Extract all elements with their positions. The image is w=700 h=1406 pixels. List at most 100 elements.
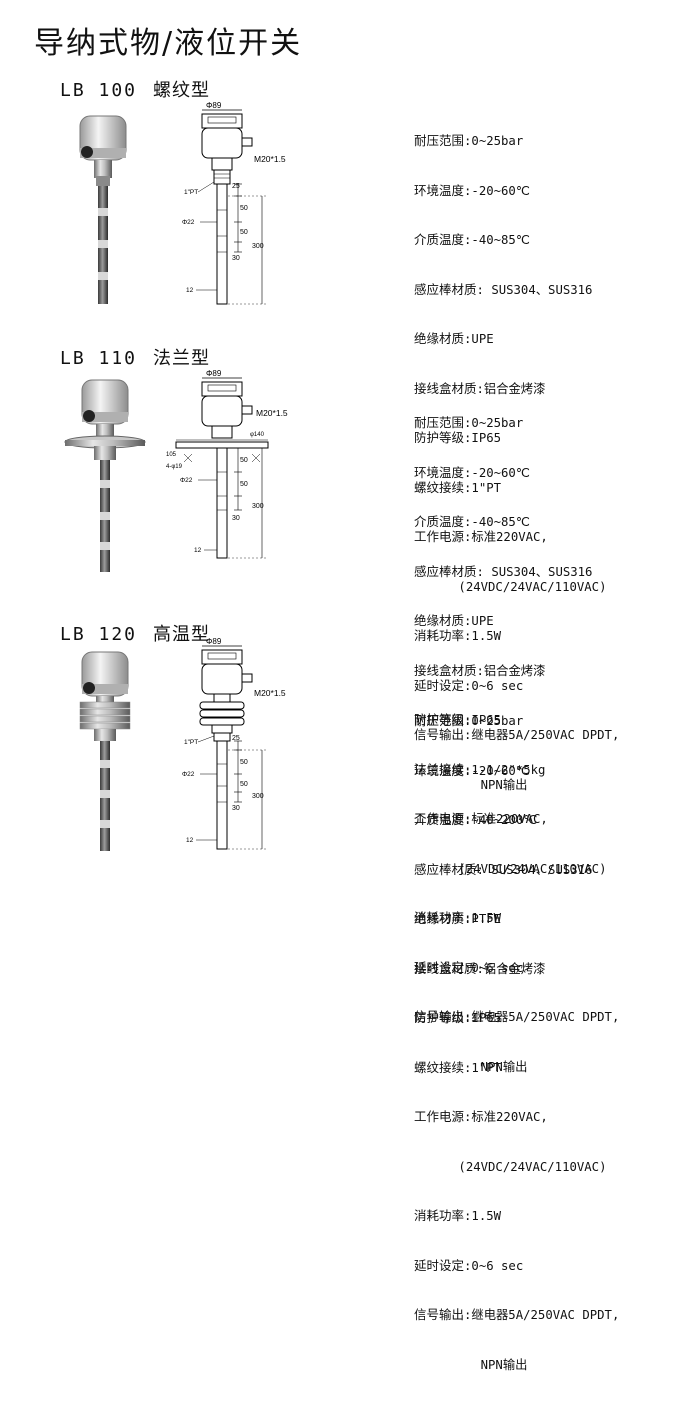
spec-row: 信号输出:继电器5A/250VAC DPDT,	[414, 727, 619, 744]
model-type: 法兰型	[153, 348, 211, 369]
tip-label: 12	[186, 287, 194, 294]
spec-value: :继电器5A/250VAC DPDT,	[464, 728, 620, 742]
model-number: LB 100	[60, 80, 138, 101]
dim-30: 30	[232, 805, 240, 812]
spec-key: 绝缘材质	[414, 331, 465, 346]
spec-key: 防护等级	[414, 430, 465, 445]
holes-label: 4-φ19	[166, 464, 183, 470]
spec-key: 环境温度	[414, 464, 465, 480]
spec-key: 防护等级	[414, 1010, 465, 1025]
spec-value: :0~6 sec	[464, 1258, 524, 1273]
dim-50a: 50	[240, 759, 248, 766]
spec-row: NPN输出	[414, 1357, 619, 1374]
spec-row: 防护等级:IP65	[414, 1010, 619, 1027]
cable-thread-label: M20*1.5	[256, 408, 288, 418]
spec-row: 绝缘材质:UPE	[414, 613, 619, 630]
spec-value: :铝合金烤漆	[476, 961, 546, 976]
dia-top-label: Φ89	[206, 101, 222, 110]
spec-value: : SUS304、SUS316	[476, 282, 593, 297]
spec-row: 工作电源:标准220VAC,	[414, 1109, 619, 1126]
rod-dia-label: Φ22	[180, 477, 193, 484]
spec-row: 法兰接续:1-1/2"*5kg	[414, 762, 619, 779]
spec-key: 防护等级	[414, 712, 465, 727]
spec-row: 接线盒材质:铝合金烤漆	[414, 381, 619, 398]
spec-row: 耐压范围:0~25bar	[414, 133, 619, 150]
spec-value: :-20~60℃	[464, 763, 530, 778]
spec-row: 消耗功率:1.5W	[414, 628, 619, 645]
cable-thread-label: M20*1.5	[254, 154, 286, 164]
spec-key: 延时设定	[414, 677, 465, 693]
spec-list: 耐压范围:0~25bar 环境温度:-20~60℃ 介质温度:-40~85℃ 感…	[414, 100, 619, 826]
spec-value: :-40~85℃	[464, 233, 530, 247]
spec-value: :1"PT	[464, 1060, 502, 1075]
spec-value: :UPE	[464, 614, 494, 628]
spec-row: 绝缘材质:UPE	[414, 331, 619, 348]
spec-row: 螺纹接续:1"PT	[414, 1060, 619, 1077]
spec-row: 绝缘材质:PTFE	[414, 911, 619, 928]
spec-value: :1.5W	[464, 1209, 502, 1223]
spec-row: 耐压范围:0~25bar	[414, 713, 619, 730]
spec-key: 法兰接续	[414, 761, 465, 777]
tip-label: 12	[194, 547, 202, 554]
spec-key: 耐压范围	[414, 713, 465, 728]
spec-value: :铝合金烤漆	[476, 381, 546, 396]
dim-30: 30	[232, 515, 240, 522]
model-number: LB 110	[60, 348, 138, 369]
product-photo	[79, 115, 127, 304]
spec-key: 信号输出	[414, 1307, 465, 1322]
spec-row: (24VDC/24VAC/110VAC)	[414, 579, 619, 596]
dim-300: 300	[252, 243, 264, 250]
dim-50a: 50	[240, 205, 248, 212]
spec-row: 感应棒材质: SUS304、SUS316	[414, 862, 619, 879]
spec-key: 感应棒材质	[414, 861, 477, 877]
bolt-circle-label: 105	[166, 452, 177, 458]
spec-key: 延时设定	[414, 1257, 465, 1273]
spec-key: 感应棒材质	[414, 563, 477, 579]
dim-50a: 50	[240, 457, 248, 464]
spec-value: :PTFE	[464, 912, 502, 926]
spec-row: 耐压范围:0~25bar	[414, 415, 619, 432]
spec-value: :UPE	[464, 332, 494, 346]
page-title: 导纳式物/液位开关	[34, 26, 303, 61]
dimension-drawing: Φ89 M20*1.5 φ140 105 4-φ19 Φ22 12 50 50 …	[166, 369, 288, 559]
spec-key: 工作电源	[414, 529, 465, 544]
spec-row: 感应棒材质: SUS304、SUS316	[414, 564, 619, 581]
spec-key: 接线盒材质	[414, 662, 477, 678]
spec-value: :1.5W	[464, 629, 502, 643]
spec-key: 介质温度	[414, 232, 465, 247]
spec-row: NPN输出	[414, 777, 619, 794]
dim-50b: 50	[240, 229, 248, 236]
spec-key: 环境温度	[414, 182, 465, 198]
spec-row: 感应棒材质: SUS304、SUS316	[414, 282, 619, 299]
spec-key: 消耗功率	[414, 628, 465, 643]
model-type: 高温型	[153, 624, 211, 645]
spec-key: 信号输出	[414, 727, 465, 742]
spec-value: (24VDC/24VAC/110VAC)	[414, 861, 607, 876]
spec-row: 防护等级:IP65	[414, 712, 619, 729]
spec-key: 工作电源	[414, 811, 465, 826]
dimension-drawing: Φ89 M20*1.5 1"PT Φ22 12 25 50 50 30 300	[182, 101, 286, 305]
spec-value: NPN输出	[414, 777, 528, 792]
spec-row: 环境温度:-20~60℃	[414, 183, 619, 200]
spec-value: NPN输出	[414, 1357, 528, 1372]
spec-key: 环境温度	[414, 762, 465, 778]
spec-value: :-40~200℃	[464, 813, 538, 827]
spec-value: :标准220VAC,	[464, 812, 548, 826]
model-type: 螺纹型	[153, 80, 211, 101]
spec-key: 螺纹接续	[414, 1059, 465, 1075]
spec-key: 感应棒材质	[414, 281, 477, 297]
spec-row: 工作电源:标准220VAC,	[414, 811, 619, 828]
spec-key: 介质温度	[414, 514, 465, 529]
dim-30: 30	[232, 255, 240, 262]
spec-row: (24VDC/24VAC/110VAC)	[414, 861, 619, 878]
spec-row: 延时设定:0~6 sec	[414, 1258, 619, 1275]
spec-value: :标准220VAC,	[464, 530, 548, 544]
spec-row: 工作电源:标准220VAC,	[414, 529, 619, 546]
spec-value: :-20~60℃	[464, 183, 530, 198]
dim-300: 300	[252, 503, 264, 510]
spec-row: 环境温度:-20~60℃	[414, 763, 619, 780]
spec-value: :IP65	[464, 431, 502, 445]
rod-dia-label: Φ22	[182, 771, 195, 778]
spec-value: : SUS304、SUS316	[476, 564, 593, 579]
